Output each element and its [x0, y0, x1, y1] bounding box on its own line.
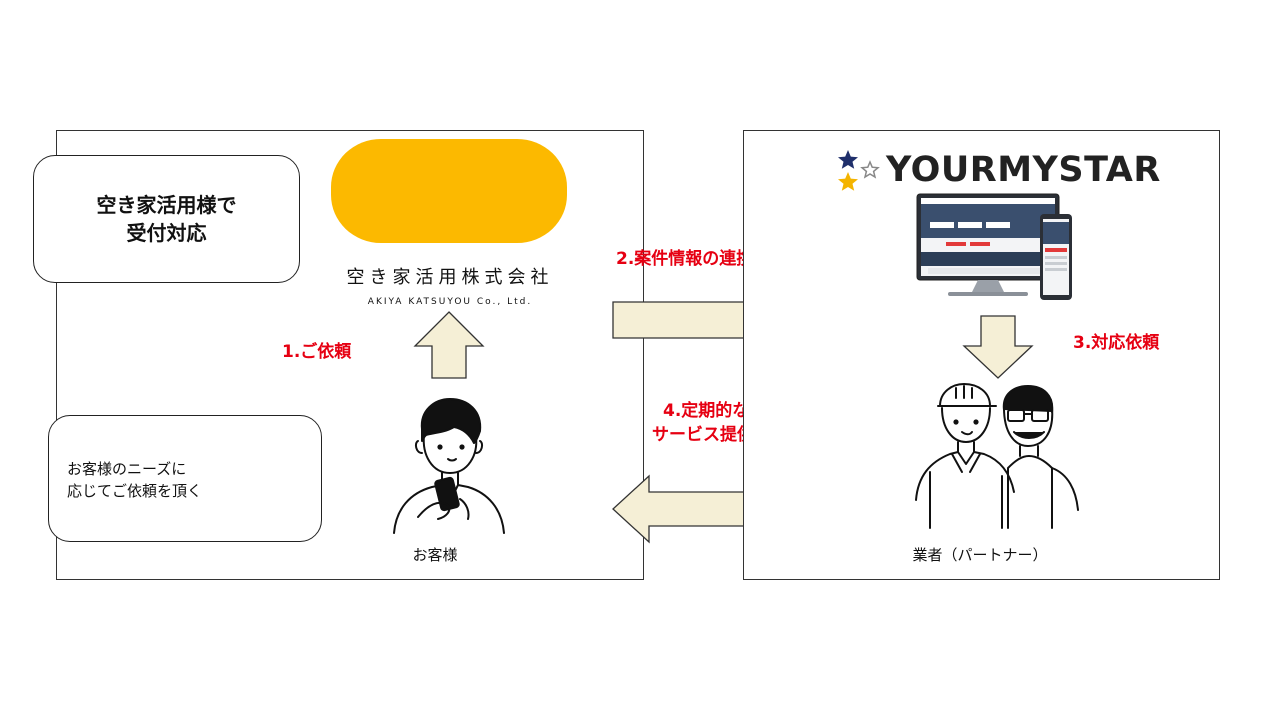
star-logo-icon [838, 150, 880, 191]
company-logo-icon [331, 139, 567, 243]
brand-name: YOURMYSTAR [886, 150, 1161, 190]
step4-label-line2: サービス提供 [652, 425, 754, 445]
callout-reception: 空き家活用様で 受付対応 [33, 155, 300, 283]
company-name-en: AKIYA KATSUYOU Co., Ltd. [367, 297, 533, 307]
step1-label: 1.ご依頼 [282, 342, 352, 362]
callout-needs-line2: 応じてご依頼を頂く [67, 482, 203, 500]
up-arrow-icon [413, 311, 485, 379]
callout-reception-line1: 空き家活用様で [96, 193, 237, 217]
customer-person-icon [393, 398, 505, 534]
step3-label: 3.対応依頼 [1073, 333, 1160, 353]
website-mockup-icon [916, 193, 1072, 300]
callout-reception-line2: 受付対応 [126, 221, 207, 245]
customer-label: お客様 [412, 546, 458, 564]
step2-label: 2.案件情報の連携 [616, 249, 754, 269]
step4-label-line1: 4.定期的な [663, 401, 750, 421]
callout-needs-line1: お客様のニーズに [67, 460, 187, 478]
down-arrow-icon [962, 315, 1034, 379]
partners-people-icon [915, 383, 1079, 529]
partner-label: 業者（パートナー） [912, 546, 1048, 564]
callout-needs: お客様のニーズに 応じてご依頼を頂く [48, 415, 322, 542]
company-name-jp: 空き家活用株式会社 [346, 267, 554, 288]
